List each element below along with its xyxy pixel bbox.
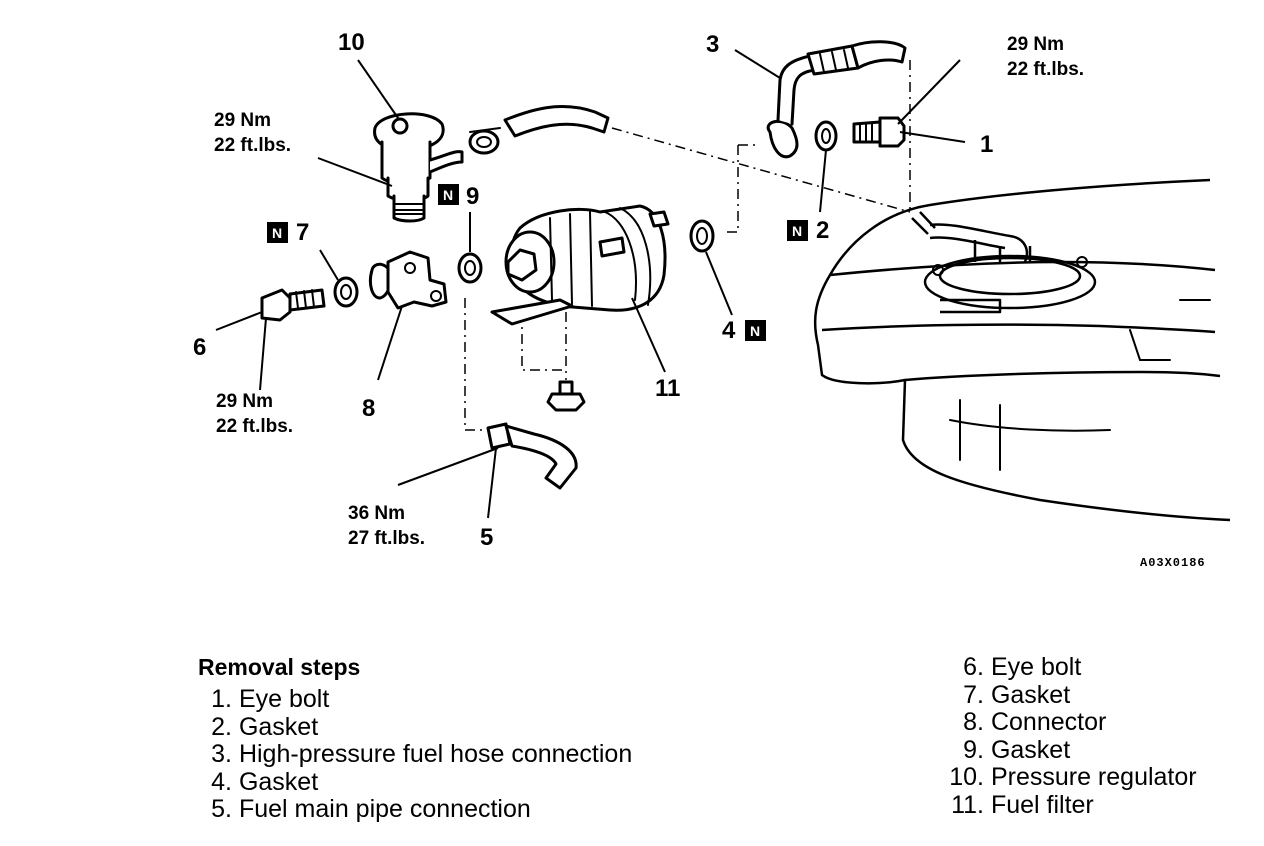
svg-text:N: N (750, 323, 760, 339)
label-7: 7 (296, 219, 309, 246)
eye-bolt-1-drawing (814, 116, 906, 152)
eye-bolt-6-drawing (260, 288, 326, 322)
legend-item-number: 9. (963, 735, 984, 764)
legend-item: 7. Gasket (938, 680, 1197, 710)
legend-item: 8. Connector (938, 708, 1197, 737)
fuel-filter-drawing (490, 204, 670, 326)
torque-10-nm: 29 Nm (214, 110, 271, 131)
torque-6-ft: 22 ft.lbs. (216, 416, 293, 437)
legend-item-number: 3. (211, 740, 232, 768)
gasket-4-drawing (689, 219, 715, 253)
svg-text:N: N (272, 225, 282, 241)
legend-item-text: Connector (990, 708, 1107, 736)
legend-item-number: 2. (211, 712, 232, 741)
legend-item-number: 11. (951, 790, 984, 819)
label-3: 3 (706, 31, 719, 58)
torque-10-ft: 22 ft.lbs. (214, 135, 291, 156)
legend-item: 11. Fuel filter (938, 790, 1197, 820)
new-part-marker-2: N (787, 220, 808, 241)
svg-text:N: N (443, 187, 453, 203)
legend-item-text: Gasket (990, 680, 1071, 709)
legend-item-number: 6. (963, 653, 984, 681)
label-6: 6 (193, 334, 206, 361)
label-9: 9 (466, 183, 479, 210)
legend-right-column: 6. Eye bolt 7. Gasket 8. Connector 9. Ga… (938, 653, 1197, 820)
gasket-9-drawing (457, 252, 483, 284)
legend-item-number: 4. (211, 767, 232, 796)
exploded-view-diagram: 10 3 1 2 9 7 4 6 8 11 5 N N N N 29 Nm 22… (193, 29, 1231, 570)
legend-item-text: High-pressure fuel hose connection (238, 740, 633, 768)
new-part-marker-9: N (438, 184, 459, 205)
legend-item: 2. Gasket (198, 712, 632, 742)
torque-5-nm: 36 Nm (348, 503, 405, 524)
legend-item: 9. Gasket (938, 735, 1197, 765)
legend-item-number: 8. (963, 708, 984, 736)
torque-1-nm: 29 Nm (1007, 34, 1064, 55)
legend-item-text: Gasket (990, 735, 1071, 764)
new-part-marker-4: N (745, 320, 766, 341)
legend-item-text: Eye bolt (990, 653, 1082, 681)
label-8: 8 (362, 395, 375, 422)
legend-item: 5. Fuel main pipe connection (198, 795, 632, 824)
legend-item-text: Gasket (238, 712, 319, 741)
return-hose-drawing (503, 105, 610, 138)
legend-item-text: Fuel main pipe connection (238, 795, 531, 823)
legend-item-number: 10. (949, 763, 984, 791)
legend-title: Removal steps (198, 654, 361, 680)
label-1: 1 (980, 131, 993, 158)
new-part-marker-7: N (267, 222, 288, 243)
mounting-bolt-drawing (546, 380, 586, 412)
legend-item: 4. Gasket (198, 767, 632, 797)
fuel-tank-drawing (813, 178, 1231, 522)
legend-item: 1. Eye bolt (198, 685, 632, 714)
legend-item: 3. High-pressure fuel hose connection (198, 740, 633, 769)
legend-item: 6. Eye bolt (938, 653, 1197, 682)
leader-lines (215, 49, 966, 519)
connector-drawing (368, 250, 448, 310)
pressure-regulator-drawing (373, 112, 464, 223)
torque-5-ft: 27 ft.lbs. (348, 528, 425, 549)
legend-item-text: Eye bolt (238, 685, 330, 713)
legend-item-number: 7. (963, 680, 984, 709)
legend-item-number: 1. (211, 685, 232, 713)
legend-item: 10. Pressure regulator (938, 763, 1197, 792)
hose-clip-drawing (468, 127, 501, 155)
high-pressure-hose-drawing (766, 40, 907, 159)
legend-item-number: 5. (211, 795, 232, 823)
label-5: 5 (480, 524, 493, 551)
gasket-7-drawing (333, 276, 359, 308)
alignment-lines (464, 60, 911, 431)
label-4: 4 (722, 317, 736, 344)
torque-6-nm: 29 Nm (216, 391, 273, 412)
label-2: 2 (816, 217, 829, 244)
legend-item-text: Fuel filter (990, 790, 1094, 819)
label-10: 10 (338, 29, 365, 56)
label-11: 11 (655, 375, 680, 402)
figure-code: A03X0186 (1140, 556, 1206, 570)
removal-steps-legend: Removal steps 1. Eye bolt 2. Gasket 3. H… (0, 640, 1264, 840)
torque-1-ft: 22 ft.lbs. (1007, 59, 1084, 80)
svg-text:N: N (792, 223, 802, 239)
fuel-main-pipe-drawing (486, 422, 578, 490)
legend-item-text: Pressure regulator (990, 763, 1197, 791)
legend-left-column: 1. Eye bolt 2. Gasket 3. High-pressure f… (198, 685, 633, 824)
legend-item-text: Gasket (238, 767, 319, 796)
